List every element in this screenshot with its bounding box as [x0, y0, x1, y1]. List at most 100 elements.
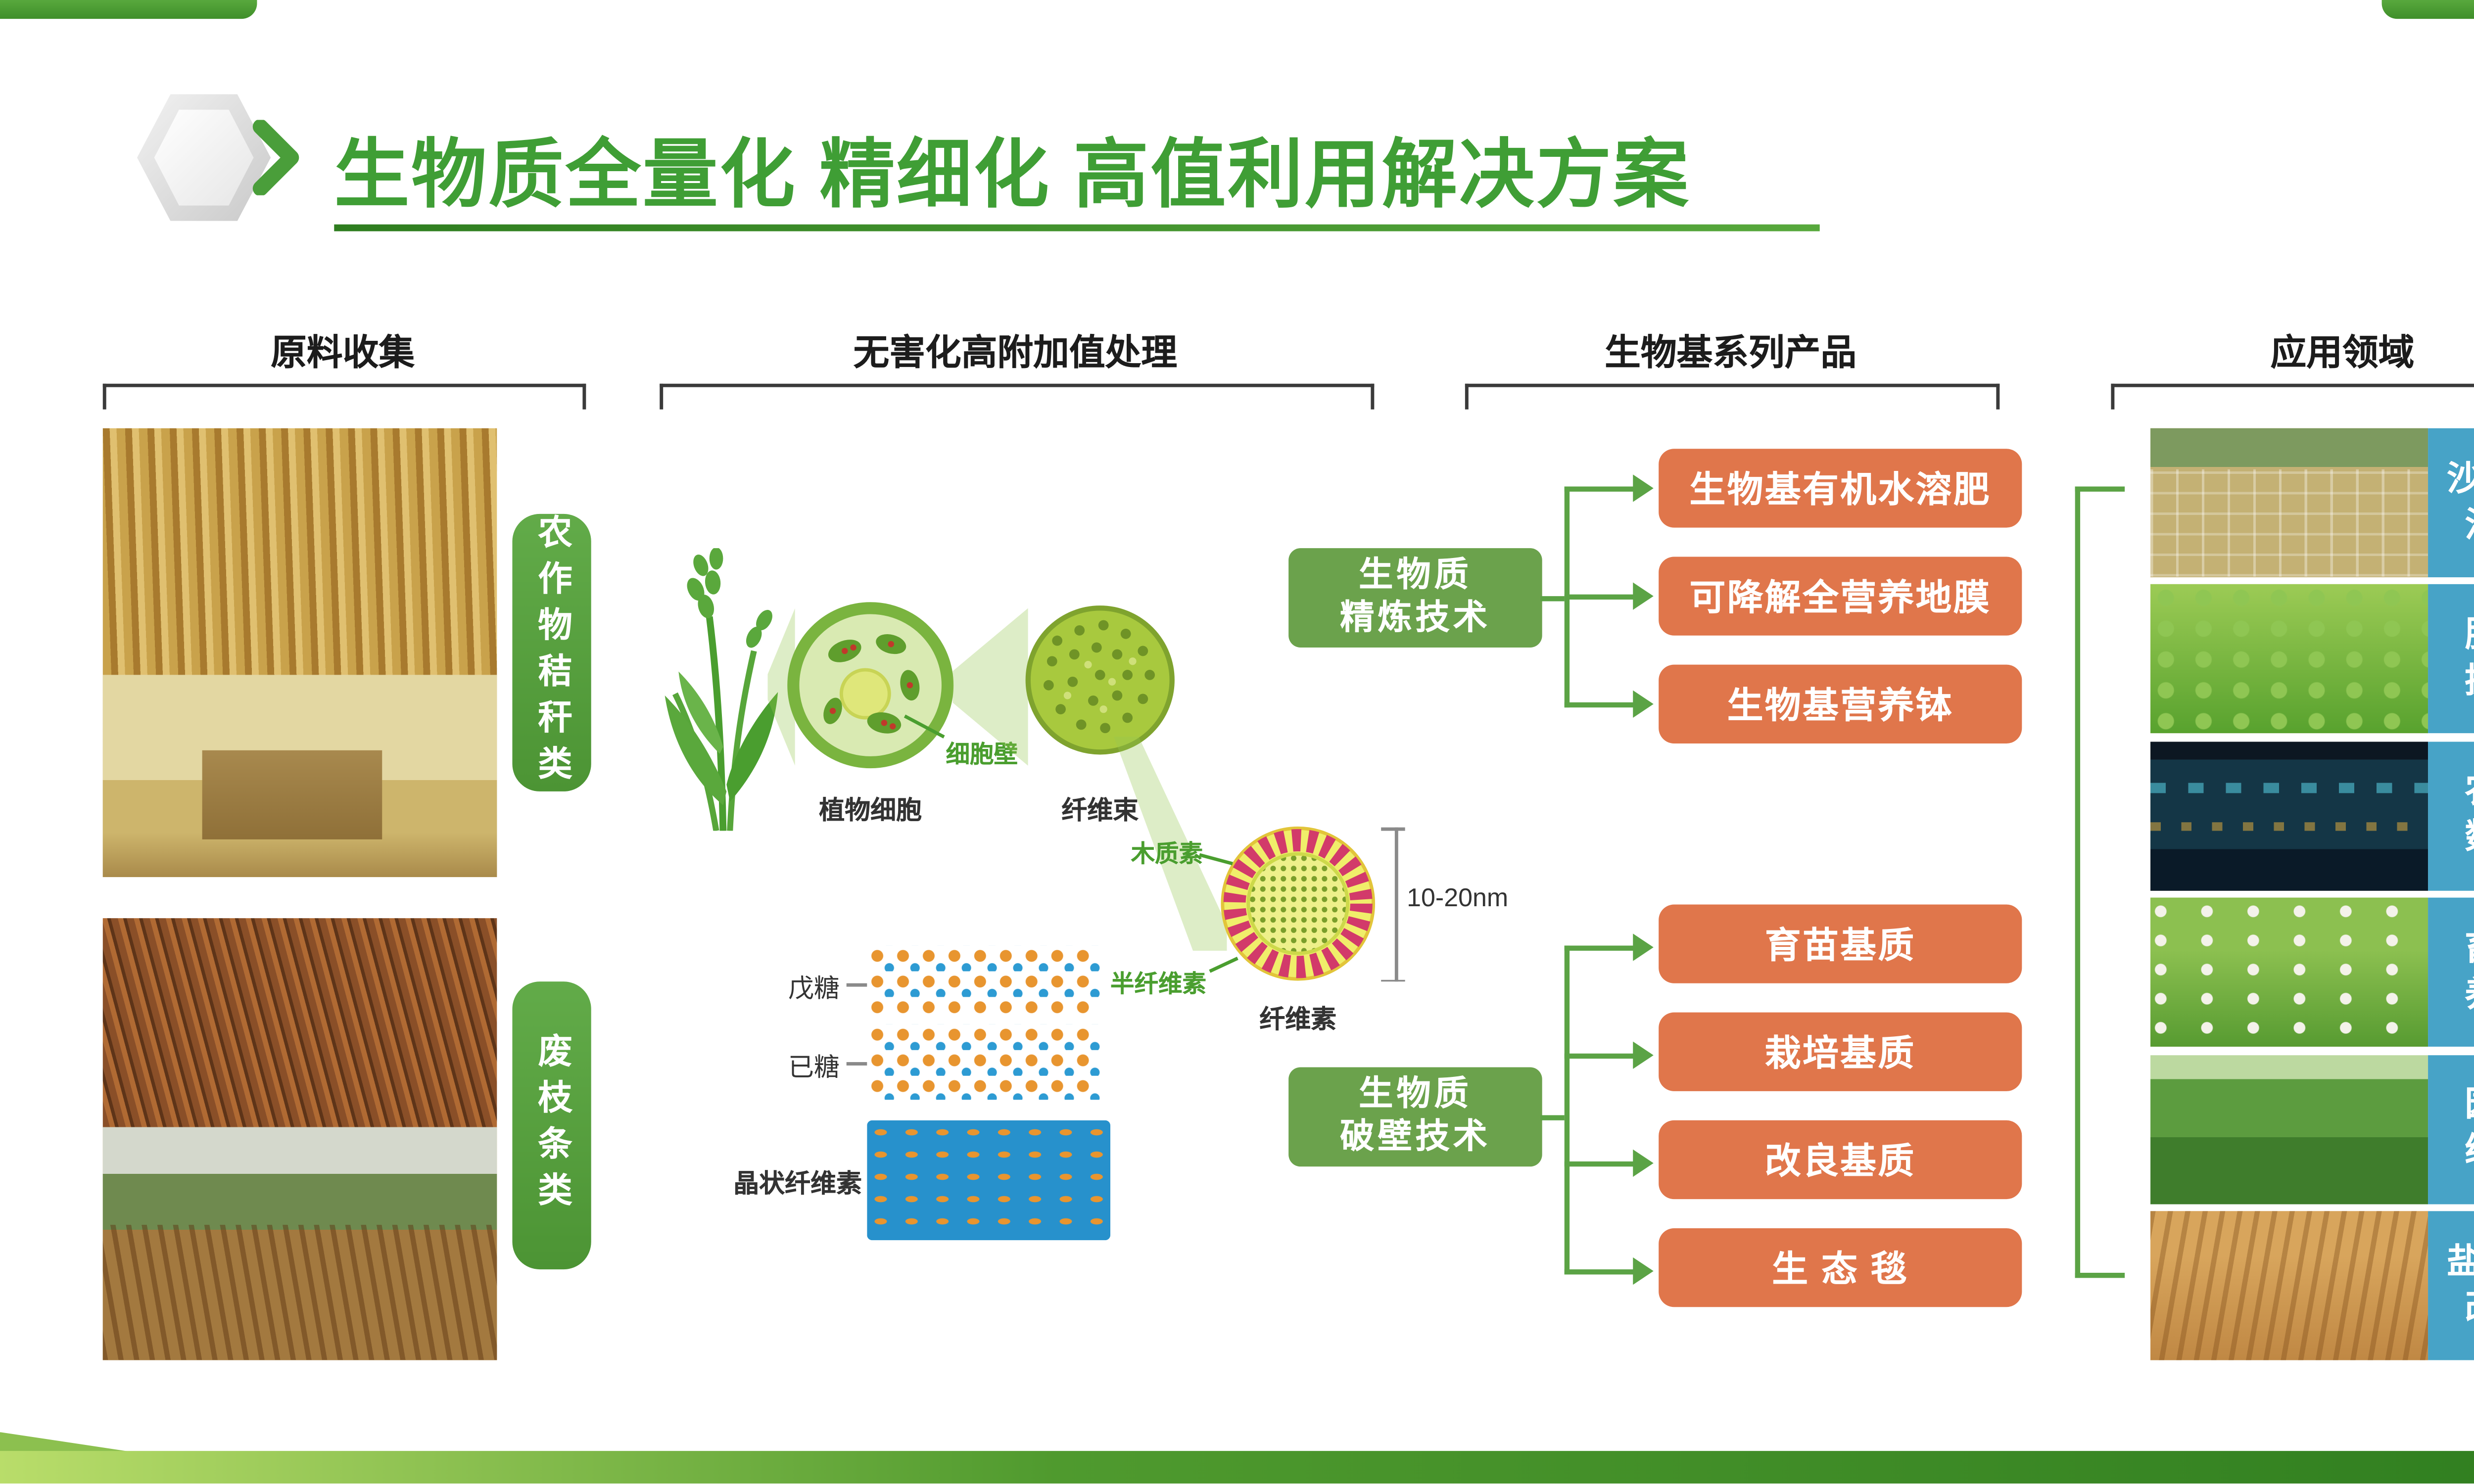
application-label-garden: 园林 绿化 — [2428, 1054, 2474, 1204]
section-header-products: 生物基系列产品 — [1605, 334, 1857, 373]
cellulose-label: 纤维素 — [1259, 1005, 1337, 1035]
bracket-collection — [102, 383, 586, 410]
plant-cell-diagram — [787, 602, 954, 769]
application-label-line1: 农业 — [2465, 770, 2474, 816]
application-label-line2: 养殖 — [2465, 973, 2474, 1019]
connector-arrow-line-1 — [1564, 485, 1637, 491]
fiber-bundle-label: 纤维束 — [1061, 796, 1139, 826]
saline-land-photo — [2150, 1211, 2428, 1360]
section-header-processing: 无害化高附加值处理 — [853, 334, 1178, 373]
application-label-line1: 沙漠化 — [2447, 457, 2474, 503]
chevron-right-icon — [252, 120, 299, 195]
connector-arrow-line-5 — [1564, 1053, 1637, 1058]
bottom-bar — [0, 1451, 2474, 1484]
tech-box-refining-line1: 生物质 — [1359, 556, 1472, 595]
applications-bracket-bottom-stub — [2075, 1273, 2125, 1278]
connector-arrow-line-3 — [1564, 701, 1637, 707]
arrowhead-7 — [1633, 1257, 1654, 1285]
product-ecological-blanket: 生 态 毯 — [1659, 1228, 2022, 1307]
connector-wall-breaking-vertical — [1564, 944, 1570, 1274]
tech-box-wall-breaking-line2: 破壁技术 — [1340, 1118, 1491, 1157]
bottom-left-fold — [0, 1432, 138, 1453]
application-label-line1: 畜牧 — [2465, 926, 2474, 973]
tech-box-refining: 生物质 精炼技术 — [1288, 548, 1542, 648]
pentose-connector — [846, 983, 867, 986]
hexagon-inner-icon — [154, 109, 254, 206]
connector-wall-breaking-stub — [1540, 1114, 1565, 1120]
waste-branches-photo — [102, 918, 497, 1127]
arrowhead-6 — [1633, 1149, 1654, 1177]
bracket-applications — [2111, 383, 2474, 410]
crystalline-cellulose-diagram — [867, 1120, 1111, 1241]
connector-arrow-line-7 — [1564, 1268, 1637, 1274]
bracket-products — [1465, 383, 2000, 410]
application-label-line2: 治理 — [2465, 503, 2474, 549]
top-right-decoration — [2381, 0, 2474, 19]
cell-wall-label: 细胞壁 — [946, 740, 1018, 768]
corn-straw-photo — [102, 428, 497, 675]
section-header-collection: 原料收集 — [271, 334, 415, 373]
fertility-improvement-photo — [2150, 585, 2428, 734]
tech-box-refining-line2: 精炼技术 — [1340, 600, 1491, 638]
application-label-line1: 肥力 — [2465, 613, 2474, 659]
arrowhead-4 — [1633, 933, 1654, 961]
dimension-tick-bottom — [1381, 979, 1405, 982]
garden-greening-photo — [2150, 1054, 2428, 1204]
dimension-tick-top — [1381, 827, 1405, 830]
product-degradable-mulch-film: 可降解全营养地膜 — [1659, 556, 2022, 636]
product-seedling-substrate: 育苗基质 — [1659, 904, 2022, 983]
tech-box-wall-breaking-line1: 生物质 — [1359, 1075, 1472, 1113]
pentose-chain-diagram — [868, 945, 1102, 1015]
application-label-line2: 改良 — [2465, 1286, 2474, 1332]
lignin-label: 木质素 — [1131, 839, 1203, 867]
connector-arrow-line-2 — [1564, 593, 1637, 599]
applications-bracket-top-stub — [2075, 486, 2125, 492]
application-label-line1: 园林 — [2465, 1083, 2474, 1129]
application-label-saline: 盐碱地 改良 — [2428, 1211, 2474, 1360]
title-underline — [334, 224, 1820, 232]
hemicellulose-label: 半纤维素 — [1110, 970, 1206, 997]
bracket-processing — [660, 383, 1375, 410]
product-nutrition-pot: 生物基营养钵 — [1659, 664, 2022, 743]
application-label-line2: 数据 — [2465, 816, 2474, 862]
dimension-line-vertical — [1394, 827, 1398, 982]
product-improvement-substrate: 改良基质 — [1659, 1120, 2022, 1200]
pentose-label: 戊糖 — [788, 974, 840, 1004]
section-header-applications: 应用领域 — [2270, 334, 2415, 373]
hexose-connector — [846, 1062, 867, 1065]
connector-arrow-line-4 — [1564, 944, 1637, 950]
application-label-livestock: 畜牧 养殖 — [2428, 898, 2474, 1047]
tech-box-wall-breaking: 生物质 破壁技术 — [1288, 1067, 1542, 1167]
plant-illustration — [665, 548, 778, 831]
page-title: 生物质全量化 精细化 高值利用解决方案 — [334, 134, 1691, 218]
application-label-desertification: 沙漠化 治理 — [2428, 428, 2474, 578]
application-label-fertility: 肥力 提升 — [2428, 585, 2474, 734]
arrowhead-2 — [1633, 582, 1654, 610]
connector-refining-stub — [1540, 595, 1565, 601]
product-water-soluble-fertilizer: 生物基有机水溶肥 — [1659, 449, 2022, 528]
application-label-line1: 盐碱地 — [2447, 1239, 2474, 1286]
fiber-bundle-diagram — [1025, 605, 1175, 755]
arrowhead-5 — [1633, 1041, 1654, 1069]
application-label-line2: 绿化 — [2465, 1129, 2474, 1175]
arrowhead-3 — [1633, 690, 1654, 718]
cellulose-cross-section-diagram — [1221, 826, 1376, 981]
arrowhead-1 — [1633, 474, 1654, 502]
applications-bracket-vertical — [2075, 486, 2081, 1278]
desertification-control-photo — [2150, 428, 2428, 578]
product-cultivation-substrate: 栽培基质 — [1659, 1012, 2022, 1091]
orchard-branches-photo — [102, 1127, 497, 1360]
category-crop-straw: 农作物秸秆类 — [512, 513, 591, 791]
straw-bales-photo — [102, 675, 497, 878]
application-label-line2: 提升 — [2465, 659, 2474, 706]
hexose-chain-diagram — [868, 1024, 1102, 1100]
diameter-label: 10-20nm — [1407, 883, 1509, 913]
livestock-breeding-photo — [2150, 898, 2428, 1047]
connector-arrow-line-6 — [1564, 1160, 1637, 1166]
crystalline-cellulose-label: 晶状纤维素 — [733, 1170, 862, 1200]
category-waste-branches: 废枝条类 — [512, 981, 591, 1270]
plant-cell-label: 植物细胞 — [819, 796, 922, 826]
agriculture-data-photo — [2150, 741, 2428, 891]
